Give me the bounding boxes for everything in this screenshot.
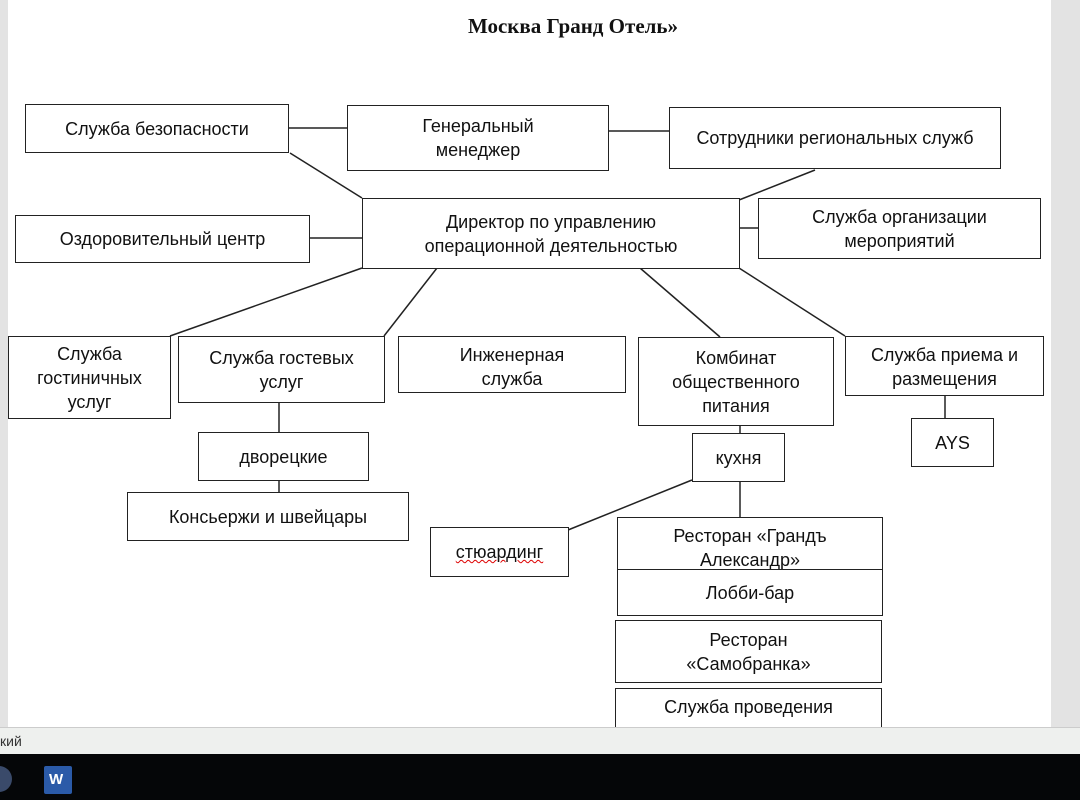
box-stewarding: стюардинг [430,527,569,577]
box-butlers: дворецкие [198,432,369,481]
box-events: Служба организации мероприятий [758,198,1041,259]
box-general-manager: Генеральный менеджер [347,105,609,171]
box-housekeeping: Служба гостиничных услуг [8,336,171,419]
start-button-icon[interactable] [0,766,12,792]
language-indicator[interactable]: кий [0,733,22,749]
box-engineering: Инженерная служба [398,336,626,393]
box-restaurant-samobranka: Ресторан «Самобранка» [615,620,882,683]
connector [289,152,363,199]
connector [639,267,721,338]
box-regional-staff: Сотрудники региональных служб [669,107,1001,169]
connector [383,267,438,337]
box-security: Служба безопасности [25,104,289,153]
stewarding-label: стюардинг [455,542,544,562]
document-title: Москва Гранд Отель» [467,14,679,38]
connector-lines [169,127,946,531]
box-catering: Комбинат общественного питания [638,337,834,426]
box-ays: AYS [911,418,994,467]
box-kitchen: кухня [692,433,785,482]
box-concierge: Консьержи и швейцары [127,492,409,541]
connector [738,169,816,201]
box-wellness: Оздоровительный центр [15,215,310,263]
connector [567,479,693,531]
connector [169,267,363,337]
box-lobby-bar: Лобби-бар [617,569,883,616]
taskbar [0,754,1080,800]
connector [738,267,846,337]
status-bar: кий [0,727,1080,754]
box-restaurant-grand: Ресторан «Грандъ Александр» [617,517,883,570]
word-app-icon[interactable]: W [44,766,72,794]
box-guest-services: Служба гостевых услуг [178,336,385,403]
box-reception: Служба приема и размещения [845,336,1044,396]
box-director: Директор по управлению операционной деят… [362,198,740,269]
